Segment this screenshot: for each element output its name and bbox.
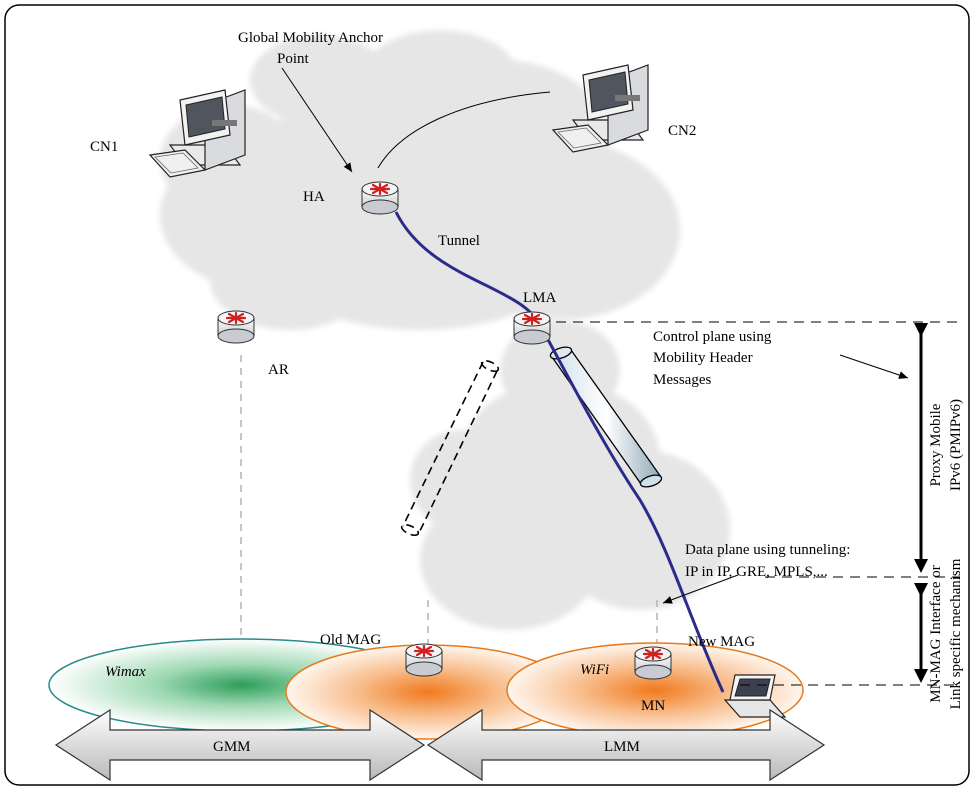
ar-label: AR (268, 362, 289, 378)
reference-lines (556, 321, 960, 686)
global-anchor-label-line2: Point (277, 51, 310, 67)
computer-cn2-icon (551, 64, 649, 153)
lmm-arrow (426, 708, 826, 782)
data-plane-label-line2: IP in IP, GRE, MPLS,... (685, 564, 828, 580)
router-ha (361, 181, 399, 215)
anchor-pointer-arrow (281, 67, 353, 173)
ha-label: HA (303, 189, 325, 205)
tunnel-label: Tunnel (438, 233, 480, 249)
pmipv6-label-line1: Proxy Mobile (928, 403, 944, 486)
control-plane-arrow (839, 354, 909, 379)
router-ar (217, 310, 255, 344)
control-plane-label-line1: Control plane using (653, 329, 772, 345)
old-mag-label: Old MAG (320, 632, 381, 648)
mn-mag-label-line1: MN-MAG Interface or (928, 565, 944, 702)
global-anchor-label-line1: Global Mobility Anchor (238, 30, 383, 46)
old-tunnel-dashed (400, 359, 500, 537)
gmm-label: GMM (213, 739, 251, 755)
lma-label: LMA (523, 290, 557, 306)
computer-cn1-icon (148, 89, 246, 178)
router-lma (513, 311, 551, 345)
gmm-arrow (54, 708, 426, 782)
lmm-label: LMM (604, 739, 640, 755)
cn1-label: CN1 (90, 139, 118, 155)
data-plane-label-line1: Data plane using tunneling: (685, 542, 850, 558)
mn-mag-label-line2: Link specific mechanism (948, 558, 964, 709)
tunnel-path (394, 211, 725, 693)
cn2-label: CN2 (668, 123, 696, 139)
data-plane-arrow (662, 574, 739, 604)
wifi-label: WiFi (580, 662, 609, 678)
control-plane-label-line2: Mobility Header (653, 350, 753, 366)
pmipv6-label-line2: IPv6 (PMIPv6) (948, 399, 964, 491)
access-network-cloud (410, 320, 730, 630)
laptop-mn-icon (723, 674, 787, 718)
control-plane-label-line3: Messages (653, 372, 711, 388)
new-mag-label: New MAG (688, 634, 755, 650)
router-old-mag (405, 643, 443, 677)
mn-label: MN (641, 698, 665, 714)
router-new-mag (634, 646, 672, 680)
ha-cn2-link (377, 91, 551, 169)
wimax-label: Wimax (105, 664, 146, 680)
